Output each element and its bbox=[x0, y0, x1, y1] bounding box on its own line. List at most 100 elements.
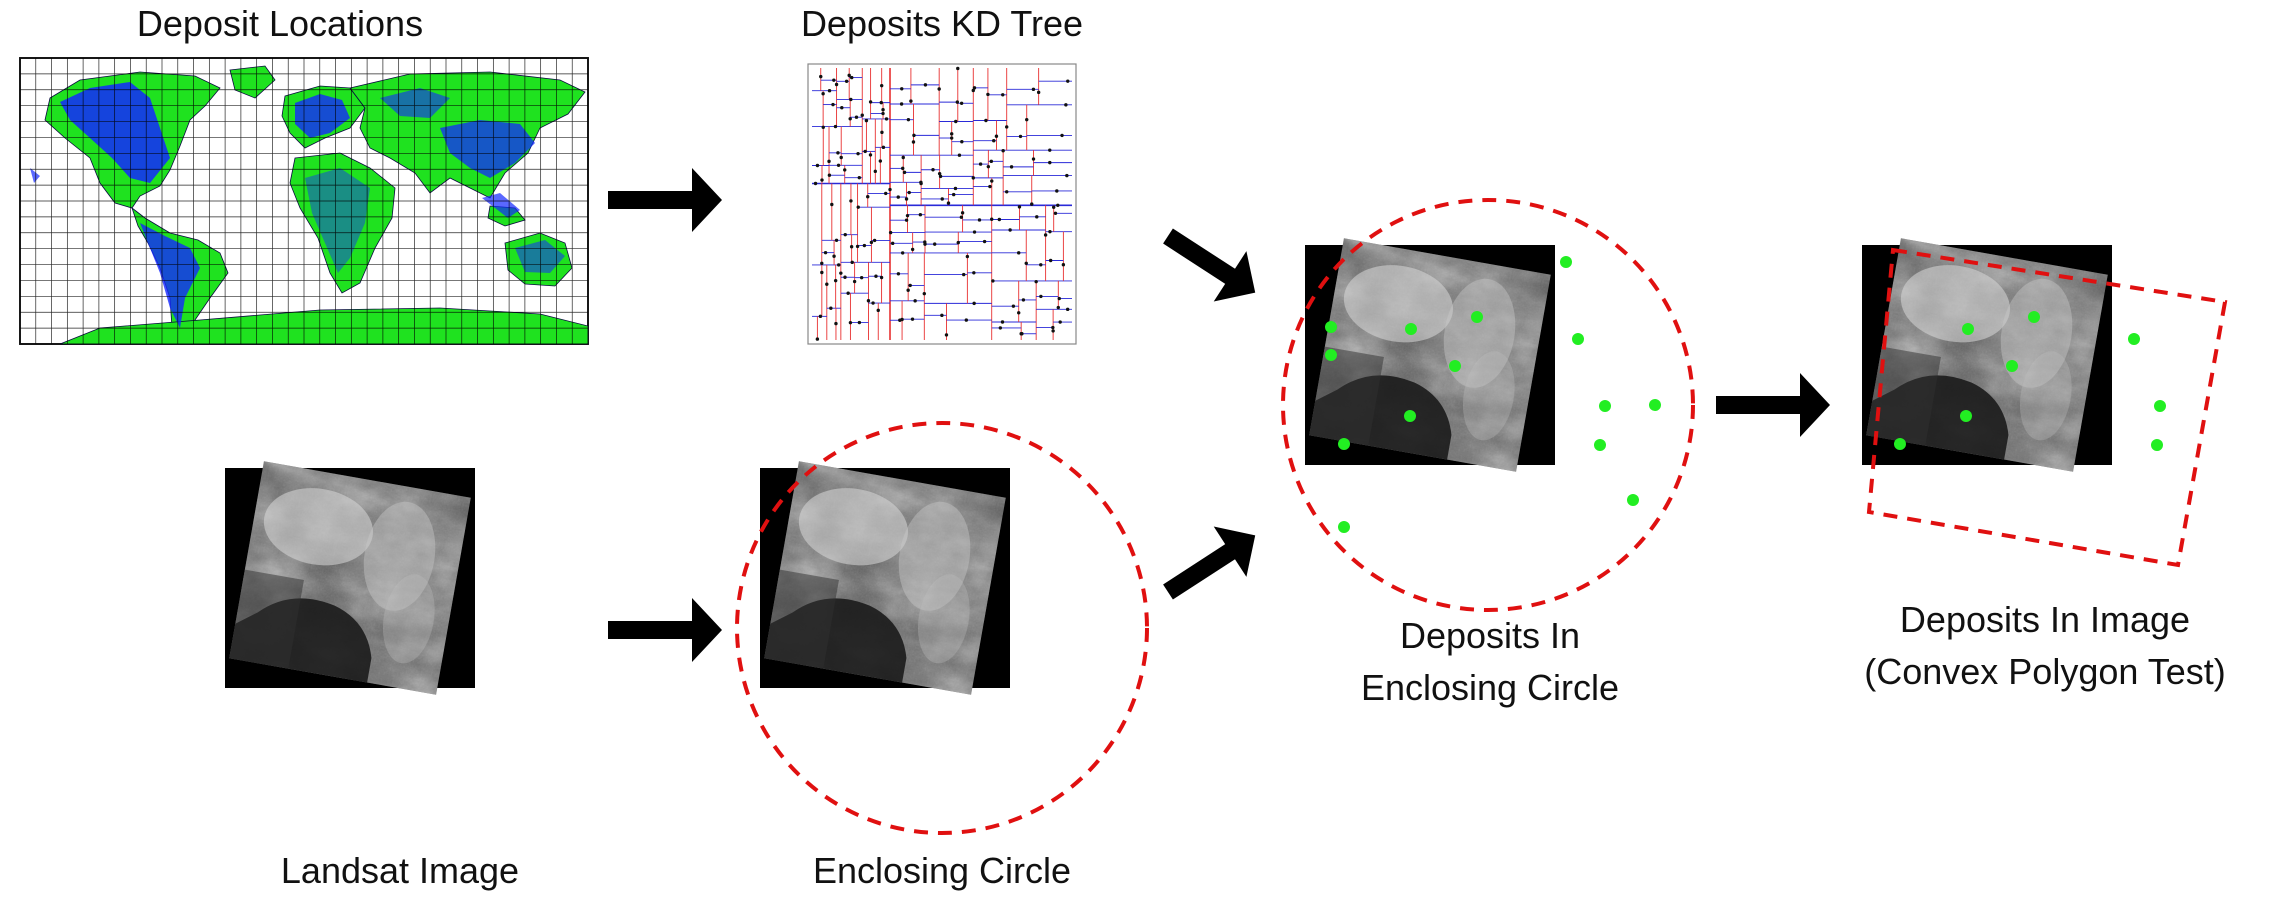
kd-point bbox=[1008, 228, 1012, 232]
kd-point bbox=[1048, 258, 1053, 263]
kd-point bbox=[940, 313, 944, 318]
kd-point bbox=[971, 88, 975, 93]
kd-point bbox=[848, 117, 852, 121]
kd-point bbox=[843, 275, 847, 279]
in-image-panel: Deposits In Image (Convex Polygon Test) bbox=[1862, 238, 2228, 692]
kd-point bbox=[872, 238, 877, 243]
kd-point bbox=[852, 279, 857, 284]
convex-polygon bbox=[1866, 247, 2228, 568]
kd-point bbox=[982, 239, 987, 244]
enclosing-circle bbox=[735, 421, 1149, 835]
kd-point bbox=[855, 244, 860, 249]
kd-point bbox=[834, 238, 839, 243]
kd-point bbox=[951, 192, 956, 197]
kd-point bbox=[923, 240, 927, 244]
kd-point bbox=[900, 251, 905, 255]
kd-point bbox=[994, 134, 999, 138]
kd-point bbox=[820, 261, 824, 265]
kd-point bbox=[856, 151, 860, 156]
kd-point bbox=[953, 186, 958, 191]
kd-point bbox=[960, 211, 965, 215]
kd-point bbox=[1048, 160, 1052, 165]
kd-point bbox=[989, 159, 994, 164]
kd-point bbox=[964, 318, 969, 322]
kd-point bbox=[1017, 251, 1021, 255]
kd-point bbox=[990, 179, 994, 183]
kd-point bbox=[954, 119, 958, 124]
kd-point bbox=[978, 162, 983, 166]
kd-point bbox=[1039, 263, 1043, 267]
kd-point bbox=[1017, 205, 1022, 209]
kd-point bbox=[847, 73, 851, 78]
kd-point bbox=[879, 275, 884, 280]
kd-point bbox=[820, 270, 824, 275]
kd-point bbox=[1000, 320, 1005, 324]
landsat-title: Landsat Image bbox=[281, 850, 519, 891]
kd-point bbox=[832, 78, 836, 82]
map-grid bbox=[19, 57, 589, 345]
kd-point bbox=[923, 83, 928, 87]
deposit-points-in-circle bbox=[1325, 256, 1661, 533]
kd-point bbox=[901, 166, 905, 171]
kd-point bbox=[899, 102, 904, 106]
kd-point bbox=[990, 217, 994, 221]
kd-point bbox=[900, 87, 904, 91]
kd-point bbox=[1053, 211, 1058, 215]
in-circle-panel: Deposits In Enclosing Circle bbox=[1281, 198, 1695, 708]
kd-point bbox=[1052, 205, 1056, 209]
kd-point bbox=[902, 170, 907, 175]
kd-tree-title: Deposits KD Tree bbox=[801, 3, 1083, 44]
kd-point bbox=[1031, 157, 1036, 161]
kd-point bbox=[1058, 320, 1062, 324]
kd-point bbox=[1031, 87, 1036, 92]
enclosing-circle-title: Enclosing Circle bbox=[813, 850, 1071, 891]
kd-point bbox=[907, 190, 911, 195]
kd-point bbox=[866, 194, 870, 199]
kd-point bbox=[1064, 103, 1068, 107]
deposit-markers bbox=[30, 82, 565, 328]
kd-point bbox=[944, 333, 949, 337]
kd-point bbox=[992, 139, 996, 143]
kd-point bbox=[1060, 133, 1064, 138]
kd-point bbox=[1061, 262, 1066, 267]
kd-point bbox=[1005, 190, 1009, 194]
kd-point bbox=[904, 218, 909, 222]
kd-point bbox=[988, 184, 992, 189]
kd-point bbox=[972, 86, 977, 90]
kd-point bbox=[971, 176, 975, 180]
kd-point bbox=[869, 240, 874, 245]
kd-point bbox=[862, 243, 867, 248]
kd-point bbox=[1025, 117, 1029, 122]
kd-point bbox=[849, 244, 854, 249]
kd-point bbox=[1055, 189, 1059, 193]
kd-point bbox=[821, 92, 825, 96]
kd-point bbox=[843, 168, 847, 172]
in-image-title-line1: Deposits In Image bbox=[1900, 599, 2190, 640]
kd-point bbox=[913, 299, 917, 303]
arrow-right-icon bbox=[1716, 373, 1830, 437]
kd-point bbox=[957, 153, 962, 157]
kd-point bbox=[986, 92, 990, 97]
kd-point bbox=[1048, 148, 1052, 152]
kd-point bbox=[859, 275, 864, 280]
kd-point bbox=[874, 274, 878, 278]
kd-point bbox=[843, 232, 847, 237]
kd-point bbox=[977, 218, 982, 222]
kd-point bbox=[1057, 296, 1061, 301]
world-map-panel: Deposit Locations bbox=[19, 3, 589, 345]
kd-point bbox=[906, 288, 910, 292]
kd-point bbox=[1001, 93, 1005, 97]
in-circle-image bbox=[1305, 238, 1555, 471]
kd-point bbox=[827, 159, 831, 164]
kd-point bbox=[820, 178, 824, 182]
kd-point bbox=[868, 153, 873, 157]
kd-point bbox=[864, 118, 869, 123]
kd-point bbox=[1051, 325, 1055, 330]
kd-point bbox=[1036, 90, 1041, 95]
kd-point bbox=[991, 279, 995, 283]
kd-point bbox=[972, 230, 977, 234]
kd-point bbox=[955, 100, 960, 104]
kd-point bbox=[1020, 332, 1024, 336]
kd-point bbox=[836, 163, 841, 167]
kd-point bbox=[1034, 279, 1038, 284]
